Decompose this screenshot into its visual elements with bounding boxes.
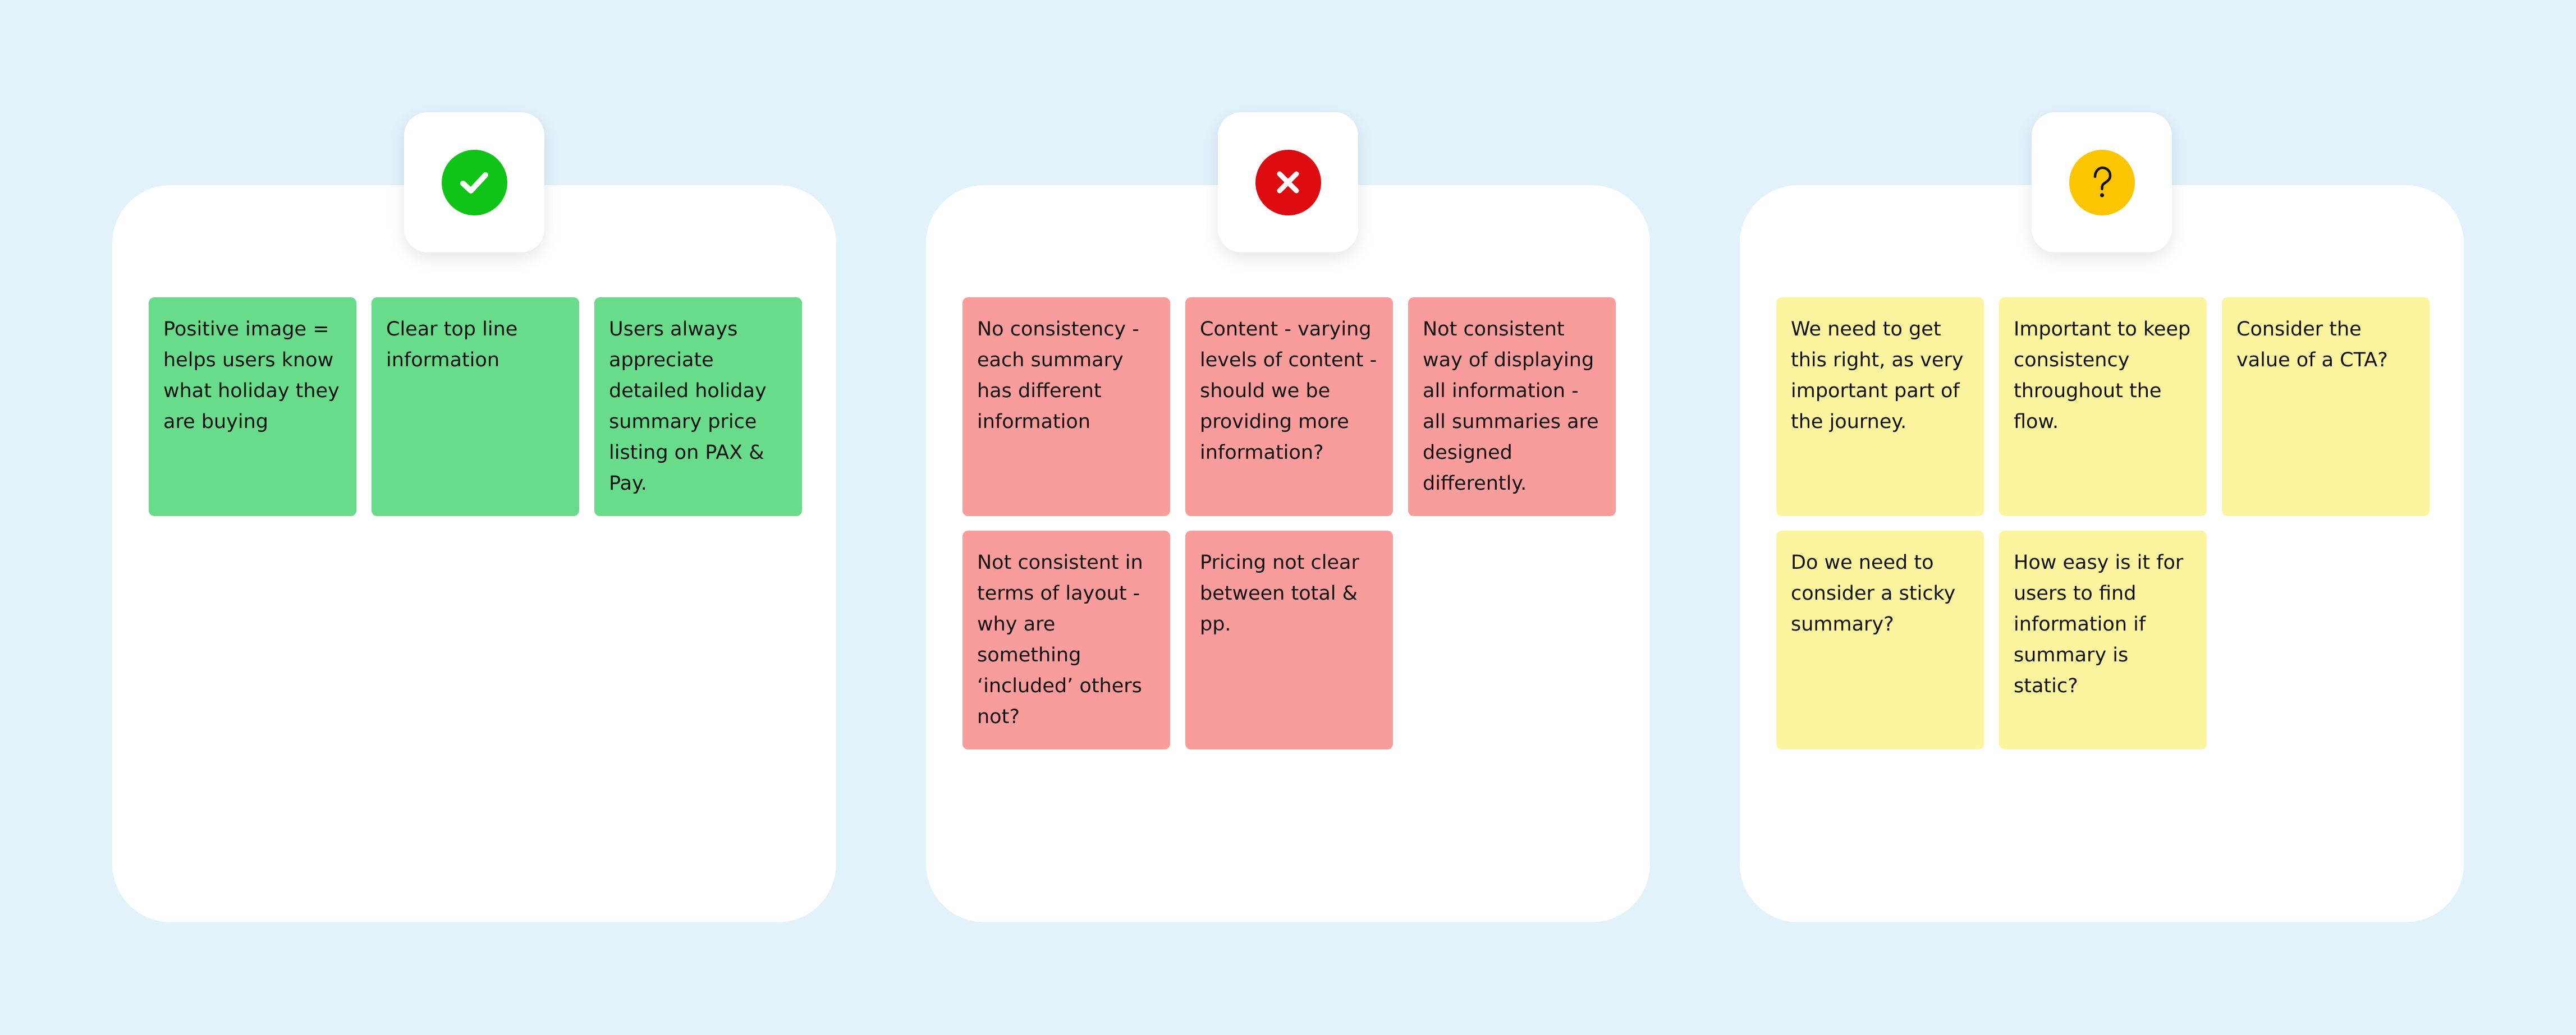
sticky-note[interactable]: Users always appreciate detailed holiday… <box>594 297 802 516</box>
cross-icon <box>1255 149 1321 215</box>
sticky-note[interactable]: Consider the value of a CTA? <box>2222 297 2430 516</box>
sticky-note[interactable]: Do we need to consider a sticky summary? <box>1776 531 1984 749</box>
positive-notes: Positive image = helps users know what h… <box>149 297 802 516</box>
negative-feedback-panel: No consistency - each summary has differ… <box>926 112 1650 922</box>
sticky-note[interactable]: Not consistent in terms of layout - why … <box>962 531 1170 749</box>
negative-badge <box>1218 112 1358 252</box>
positive-badge <box>404 112 544 252</box>
question-notes: We need to get this right, as very impor… <box>1776 297 2430 749</box>
sticky-note[interactable]: Content - varying levels of content - sh… <box>1185 297 1393 516</box>
sticky-note[interactable]: Important to keep consistency throughout… <box>1999 297 2207 516</box>
question-icon <box>2069 149 2135 215</box>
negative-notes: No consistency - each summary has differ… <box>962 297 1616 749</box>
question-badge <box>2032 112 2172 252</box>
sticky-note[interactable]: Not consistent way of displaying all inf… <box>1408 297 1616 516</box>
sticky-note[interactable]: No consistency - each summary has differ… <box>962 297 1170 516</box>
question-feedback-panel: We need to get this right, as very impor… <box>1740 112 2464 922</box>
sticky-note[interactable]: Pricing not clear between total & pp. <box>1185 531 1393 749</box>
sticky-note[interactable]: How easy is it for users to find informa… <box>1999 531 2207 749</box>
sticky-note[interactable]: We need to get this right, as very impor… <box>1776 297 1984 516</box>
positive-feedback-panel: Positive image = helps users know what h… <box>112 112 836 922</box>
sticky-note[interactable]: Positive image = helps users know what h… <box>149 297 356 516</box>
check-icon <box>441 149 507 215</box>
sticky-note[interactable]: Clear top line information <box>372 297 579 516</box>
